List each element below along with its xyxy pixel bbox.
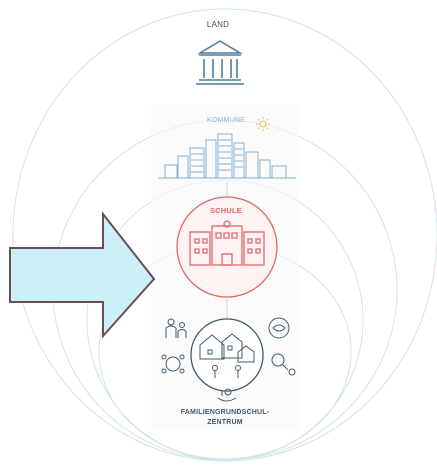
government-building-icon (196, 40, 244, 85)
family-icon (165, 318, 187, 338)
fgz-node (190, 318, 264, 392)
sun-icon (256, 117, 270, 131)
label-land: LAND (206, 20, 230, 29)
label-fgz-line1: FAMILIENGRUNDSCHUL- (180, 409, 270, 416)
ring-land (12, 8, 437, 462)
network-icon (161, 354, 185, 374)
schule-node (176, 196, 278, 298)
school-building-icon (189, 220, 265, 266)
label-kommune: KOMMUNE (207, 117, 245, 124)
hand-icon (217, 388, 237, 402)
label-schule: SCHULE (209, 206, 243, 215)
arrow-icon (9, 211, 156, 339)
handshake-heart-icon (268, 317, 290, 339)
search-person-icon (271, 353, 296, 376)
label-fgz-line2: ZENTRUM (207, 419, 243, 426)
city-skyline-icon (158, 133, 296, 179)
community-houses-icon (199, 333, 255, 378)
